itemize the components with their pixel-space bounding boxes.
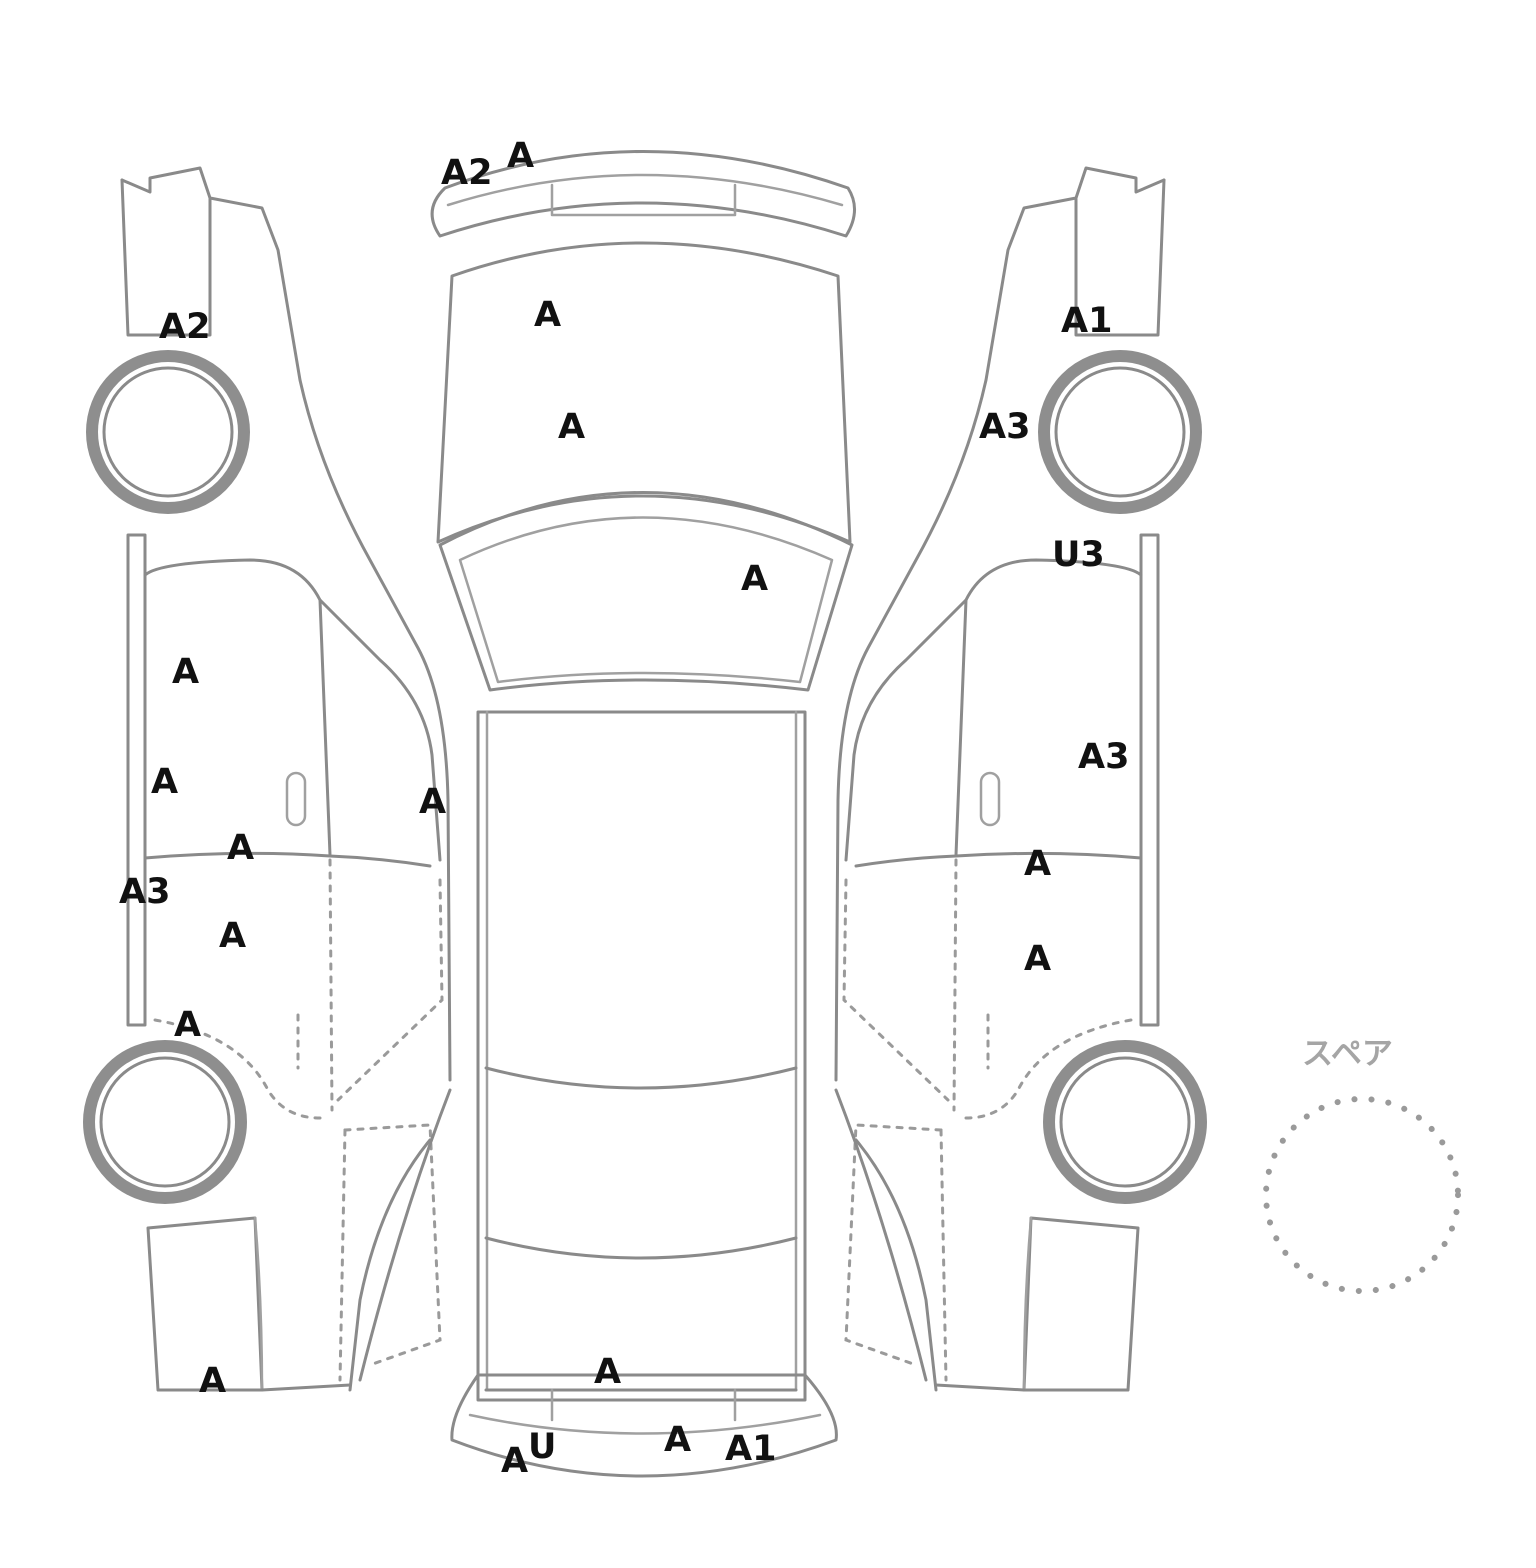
- damage-mark: A: [219, 916, 246, 956]
- condition-marks: A2 A A A A A2 A1 A3 U3 A A3 A A A A3 A A…: [119, 136, 1129, 1481]
- damage-mark: A3: [1078, 737, 1129, 777]
- damage-mark: A3: [119, 872, 170, 912]
- damage-mark: A: [227, 828, 254, 868]
- damage-mark: A2: [159, 307, 210, 347]
- damage-mark: A: [174, 1005, 201, 1045]
- hood: [436, 241, 852, 544]
- right-front-tire: [1038, 350, 1202, 514]
- damage-mark: A: [507, 136, 534, 176]
- damage-mark: A1: [1061, 301, 1112, 341]
- damage-mark: A3: [979, 407, 1030, 447]
- damage-mark: U3: [1052, 535, 1105, 575]
- front-bumper: [430, 150, 856, 238]
- windshield: [438, 491, 854, 692]
- damage-mark: A: [501, 1441, 528, 1481]
- damage-mark: A: [558, 407, 585, 447]
- damage-mark: A: [741, 559, 768, 599]
- damage-mark: A: [534, 295, 561, 335]
- damage-mark: A1: [725, 1429, 776, 1469]
- spare-tire-circle: [1263, 1096, 1461, 1294]
- damage-mark: U: [528, 1427, 556, 1467]
- roof: [476, 710, 807, 1402]
- damage-mark: A: [151, 762, 178, 802]
- left-front-tire: [86, 350, 250, 514]
- damage-mark: A: [419, 782, 446, 822]
- right-rear-tire: [1043, 1040, 1207, 1204]
- left-rear-tire: [83, 1040, 247, 1204]
- damage-mark: A2: [441, 153, 492, 193]
- damage-mark: A: [1024, 844, 1051, 884]
- spare-label: スペア: [1302, 1036, 1393, 1072]
- spare-tire: スペア: [1263, 1036, 1461, 1294]
- damage-mark: A: [172, 652, 199, 692]
- car-right-side-view: [834, 166, 1207, 1392]
- damage-mark: A: [199, 1361, 226, 1401]
- damage-mark: A: [1024, 939, 1051, 979]
- damage-mark: A: [664, 1420, 691, 1460]
- car-top-view: [430, 150, 856, 1478]
- car-left-side-view: [83, 166, 452, 1392]
- damage-mark: A: [594, 1352, 621, 1392]
- rear-bumper: [450, 1373, 838, 1478]
